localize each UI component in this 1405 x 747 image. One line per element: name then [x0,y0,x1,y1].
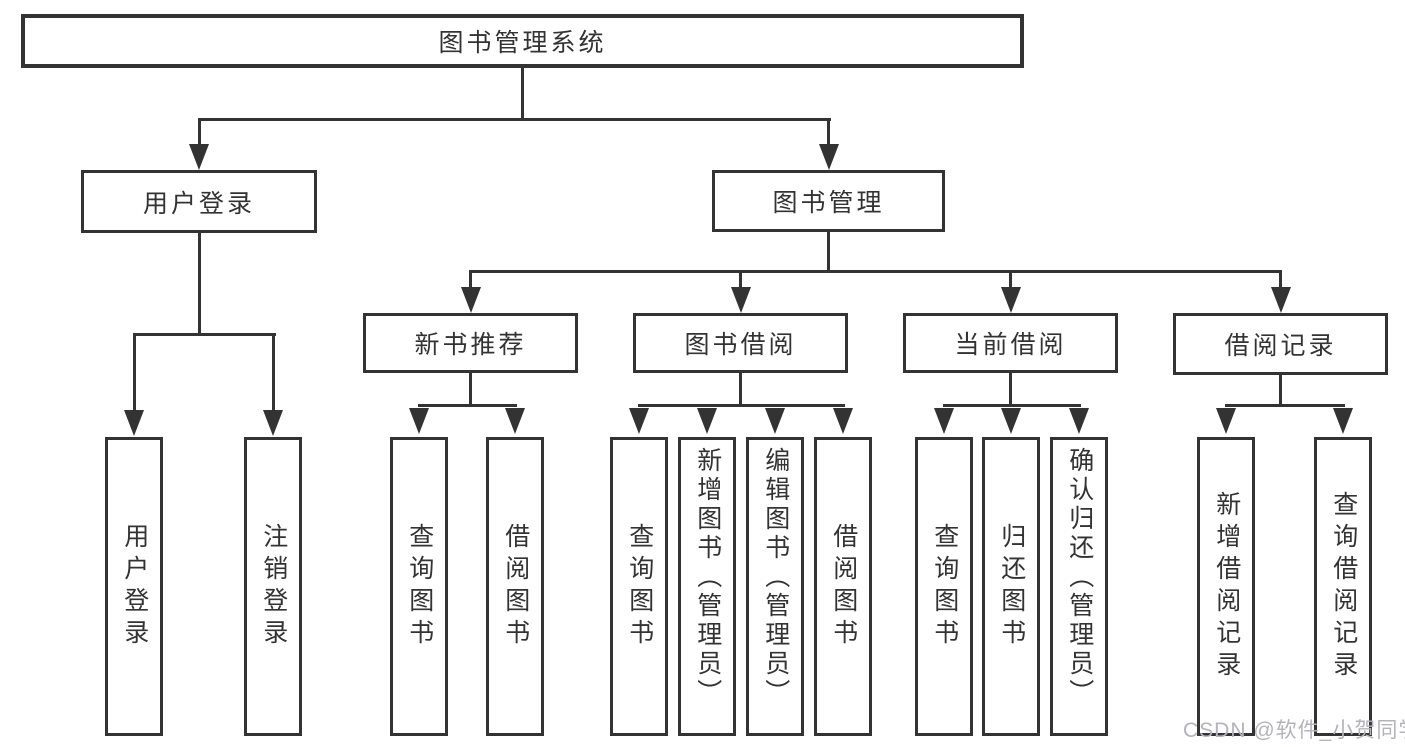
connector-book-mgmt-drop-1 [469,270,472,289]
leaf-label: 确认归还（管理员） [1065,447,1094,708]
leaf-label: 借阅图书 [829,522,858,651]
node-library-management-system: 图书管理系统 [21,14,1024,68]
leaf-label: 归还图书 [997,522,1026,651]
arrow-down-icon [818,144,839,170]
connector-current-borrow-crossbar [942,404,1081,407]
leaf-label: 编辑图书（管理员） [761,447,790,708]
connector-book-mgmt-drop-3 [1009,270,1012,289]
leaf-label: 查询图书 [625,522,654,651]
arrow-down-icon [189,144,209,170]
leaf-label: 新增借阅记录 [1212,490,1241,683]
node-book-management: 图书管理 [712,170,945,232]
arrow-down-icon [730,287,751,313]
arrow-down-icon [833,408,853,434]
leaf-label: 注销登录 [259,522,288,651]
arrow-down-icon [1333,408,1353,434]
connector-records-stem [1279,371,1282,407]
node-new-book-recommend: 新书推荐 [363,313,578,373]
leaf-return-books: 归还图书 [982,437,1040,736]
connector-root-stem [520,66,524,121]
leaf-label: 用户登录 [120,522,149,651]
connector-book-mgmt-drop-2 [739,270,742,289]
leaf-label: 新增图书（管理员） [693,447,722,708]
leaf-confirm-return-admin: 确认归还（管理员） [1050,437,1108,736]
leaf-user-login: 用户登录 [105,437,163,736]
connector-user-login-crossbar [132,333,276,336]
node-label: 用户登录 [142,189,255,218]
leaf-logout: 注销登录 [244,437,302,736]
node-label: 图书管理系统 [438,29,607,57]
leaf-label: 查询图书 [930,522,959,651]
connector-current-borrow-stem [1009,371,1012,407]
arrow-down-icon [1001,408,1021,434]
leaf-query-books: 查询图书 [915,437,973,736]
leaf-label: 查询图书 [405,522,434,651]
connector-root-drop-left [197,118,201,146]
leaf-label: 查询借阅记录 [1329,490,1358,683]
connector-book-mgmt-drop-4 [1279,270,1282,289]
leaf-add-borrow-record: 新增借阅记录 [1197,437,1255,736]
connector-root-drop-right [827,118,830,146]
node-label: 图书管理 [772,189,885,217]
node-label: 当前借阅 [954,331,1067,359]
node-borrowing-records: 借阅记录 [1173,313,1388,375]
connector-book-mgmt-stem [827,230,830,272]
connector-book-borrow-crossbar [637,404,845,407]
connector-user-login-drop-2 [271,333,275,410]
arrow-down-icon [124,410,144,436]
arrow-down-icon [505,408,525,434]
leaf-add-books-admin: 新增图书（管理员） [678,437,736,736]
node-label: 图书借阅 [684,331,797,359]
connector-user-login-stem [197,231,201,335]
arrow-down-icon [934,408,954,434]
leaf-query-borrow-record: 查询借阅记录 [1314,437,1372,736]
node-label: 新书推荐 [414,331,527,359]
arrow-down-icon [765,408,785,434]
arrow-down-icon [697,408,717,434]
connector-new-book-crossbar [417,404,517,407]
arrow-down-icon [409,408,429,434]
leaf-borrow-books: 借阅图书 [486,437,544,736]
leaf-edit-books-admin: 编辑图书（管理员） [746,437,804,736]
arrow-down-icon [1270,287,1291,313]
leaf-query-books: 查询图书 [610,437,668,736]
arrow-down-icon [1000,287,1021,313]
node-label: 借阅记录 [1224,332,1337,360]
connector-new-book-stem [469,371,472,407]
arrow-down-icon [460,287,481,313]
connector-book-mgmt-crossbar [469,270,1282,273]
leaf-query-books: 查询图书 [390,437,448,736]
csdn-watermark: CSDN @软件_小贺同学 [1183,719,1405,742]
arrow-down-icon [1216,408,1236,434]
node-book-borrowing: 图书借阅 [633,313,848,373]
connector-records-crossbar [1224,404,1345,407]
connector-user-login-drop-1 [132,333,136,410]
arrow-down-icon [1069,408,1089,434]
connector-root-crossbar [197,118,831,121]
leaf-label: 借阅图书 [501,522,530,651]
node-current-borrowing: 当前借阅 [903,313,1118,373]
leaf-borrow-books: 借阅图书 [814,437,872,736]
connector-book-borrow-stem [739,371,742,407]
node-user-login: 用户登录 [81,170,317,233]
arrow-down-icon [263,410,283,436]
arrow-down-icon [629,408,649,434]
